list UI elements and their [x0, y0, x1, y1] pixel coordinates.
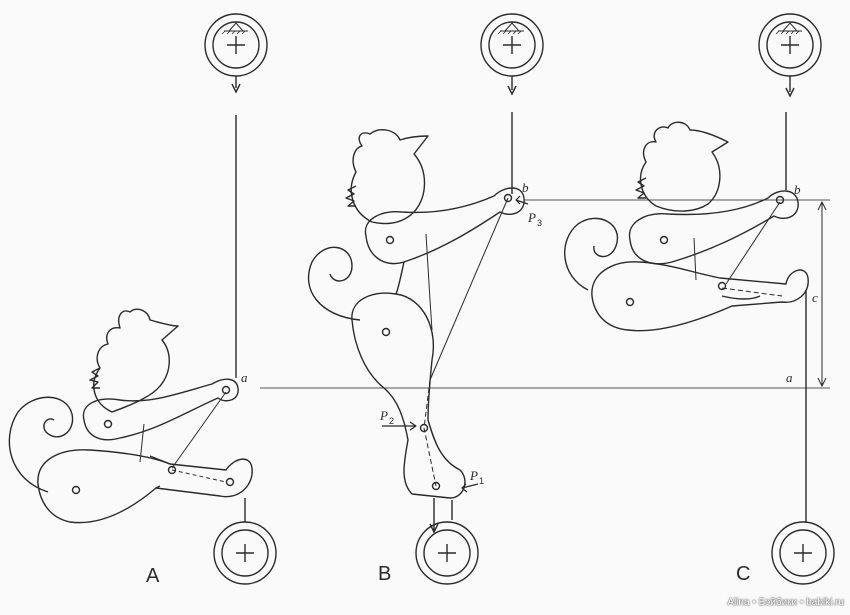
watermark: Alina • Бэйбики • babiki.ru: [727, 597, 844, 608]
monkey-a: [8, 308, 253, 524]
figure-a: a A: [8, 13, 277, 587]
top-pulley-a: [204, 13, 268, 77]
figure-b: b P 3 P 2 P 1 B: [307, 13, 544, 585]
point-a-label: a: [241, 370, 248, 385]
figure-a-label: A: [146, 565, 160, 587]
monkey-c: [564, 121, 809, 332]
figure-b-label: B: [378, 563, 391, 585]
top-pulley-b: [480, 13, 544, 77]
figure-c-label: C: [736, 563, 750, 585]
figure-c: b a c C: [564, 13, 835, 585]
force-p3-label: P 3: [527, 210, 542, 228]
force-p2-label: P 2: [379, 408, 394, 426]
svg-text:P: P: [469, 468, 478, 483]
bottom-pulley-a: [213, 521, 277, 585]
svg-text:3: 3: [537, 218, 542, 228]
top-pulley-c: [758, 13, 822, 77]
monkey-b: [307, 129, 529, 499]
dimension-c-label: c: [812, 290, 818, 305]
force-p1-label: P 1: [469, 468, 484, 486]
svg-text:1: 1: [479, 476, 484, 486]
point-b-label-c: b: [794, 182, 801, 197]
string-c: [785, 76, 807, 522]
svg-text:P: P: [527, 210, 536, 225]
svg-text:2: 2: [389, 416, 394, 426]
point-b-label-b: b: [522, 180, 529, 195]
string-b: [429, 76, 517, 534]
bottom-pulley-c: [771, 521, 835, 585]
svg-text:P: P: [379, 408, 388, 423]
bottom-pulley-b: [415, 521, 479, 585]
point-a-label-c: a: [786, 370, 793, 385]
dimension-c: [817, 200, 827, 388]
string-a: [231, 76, 246, 522]
